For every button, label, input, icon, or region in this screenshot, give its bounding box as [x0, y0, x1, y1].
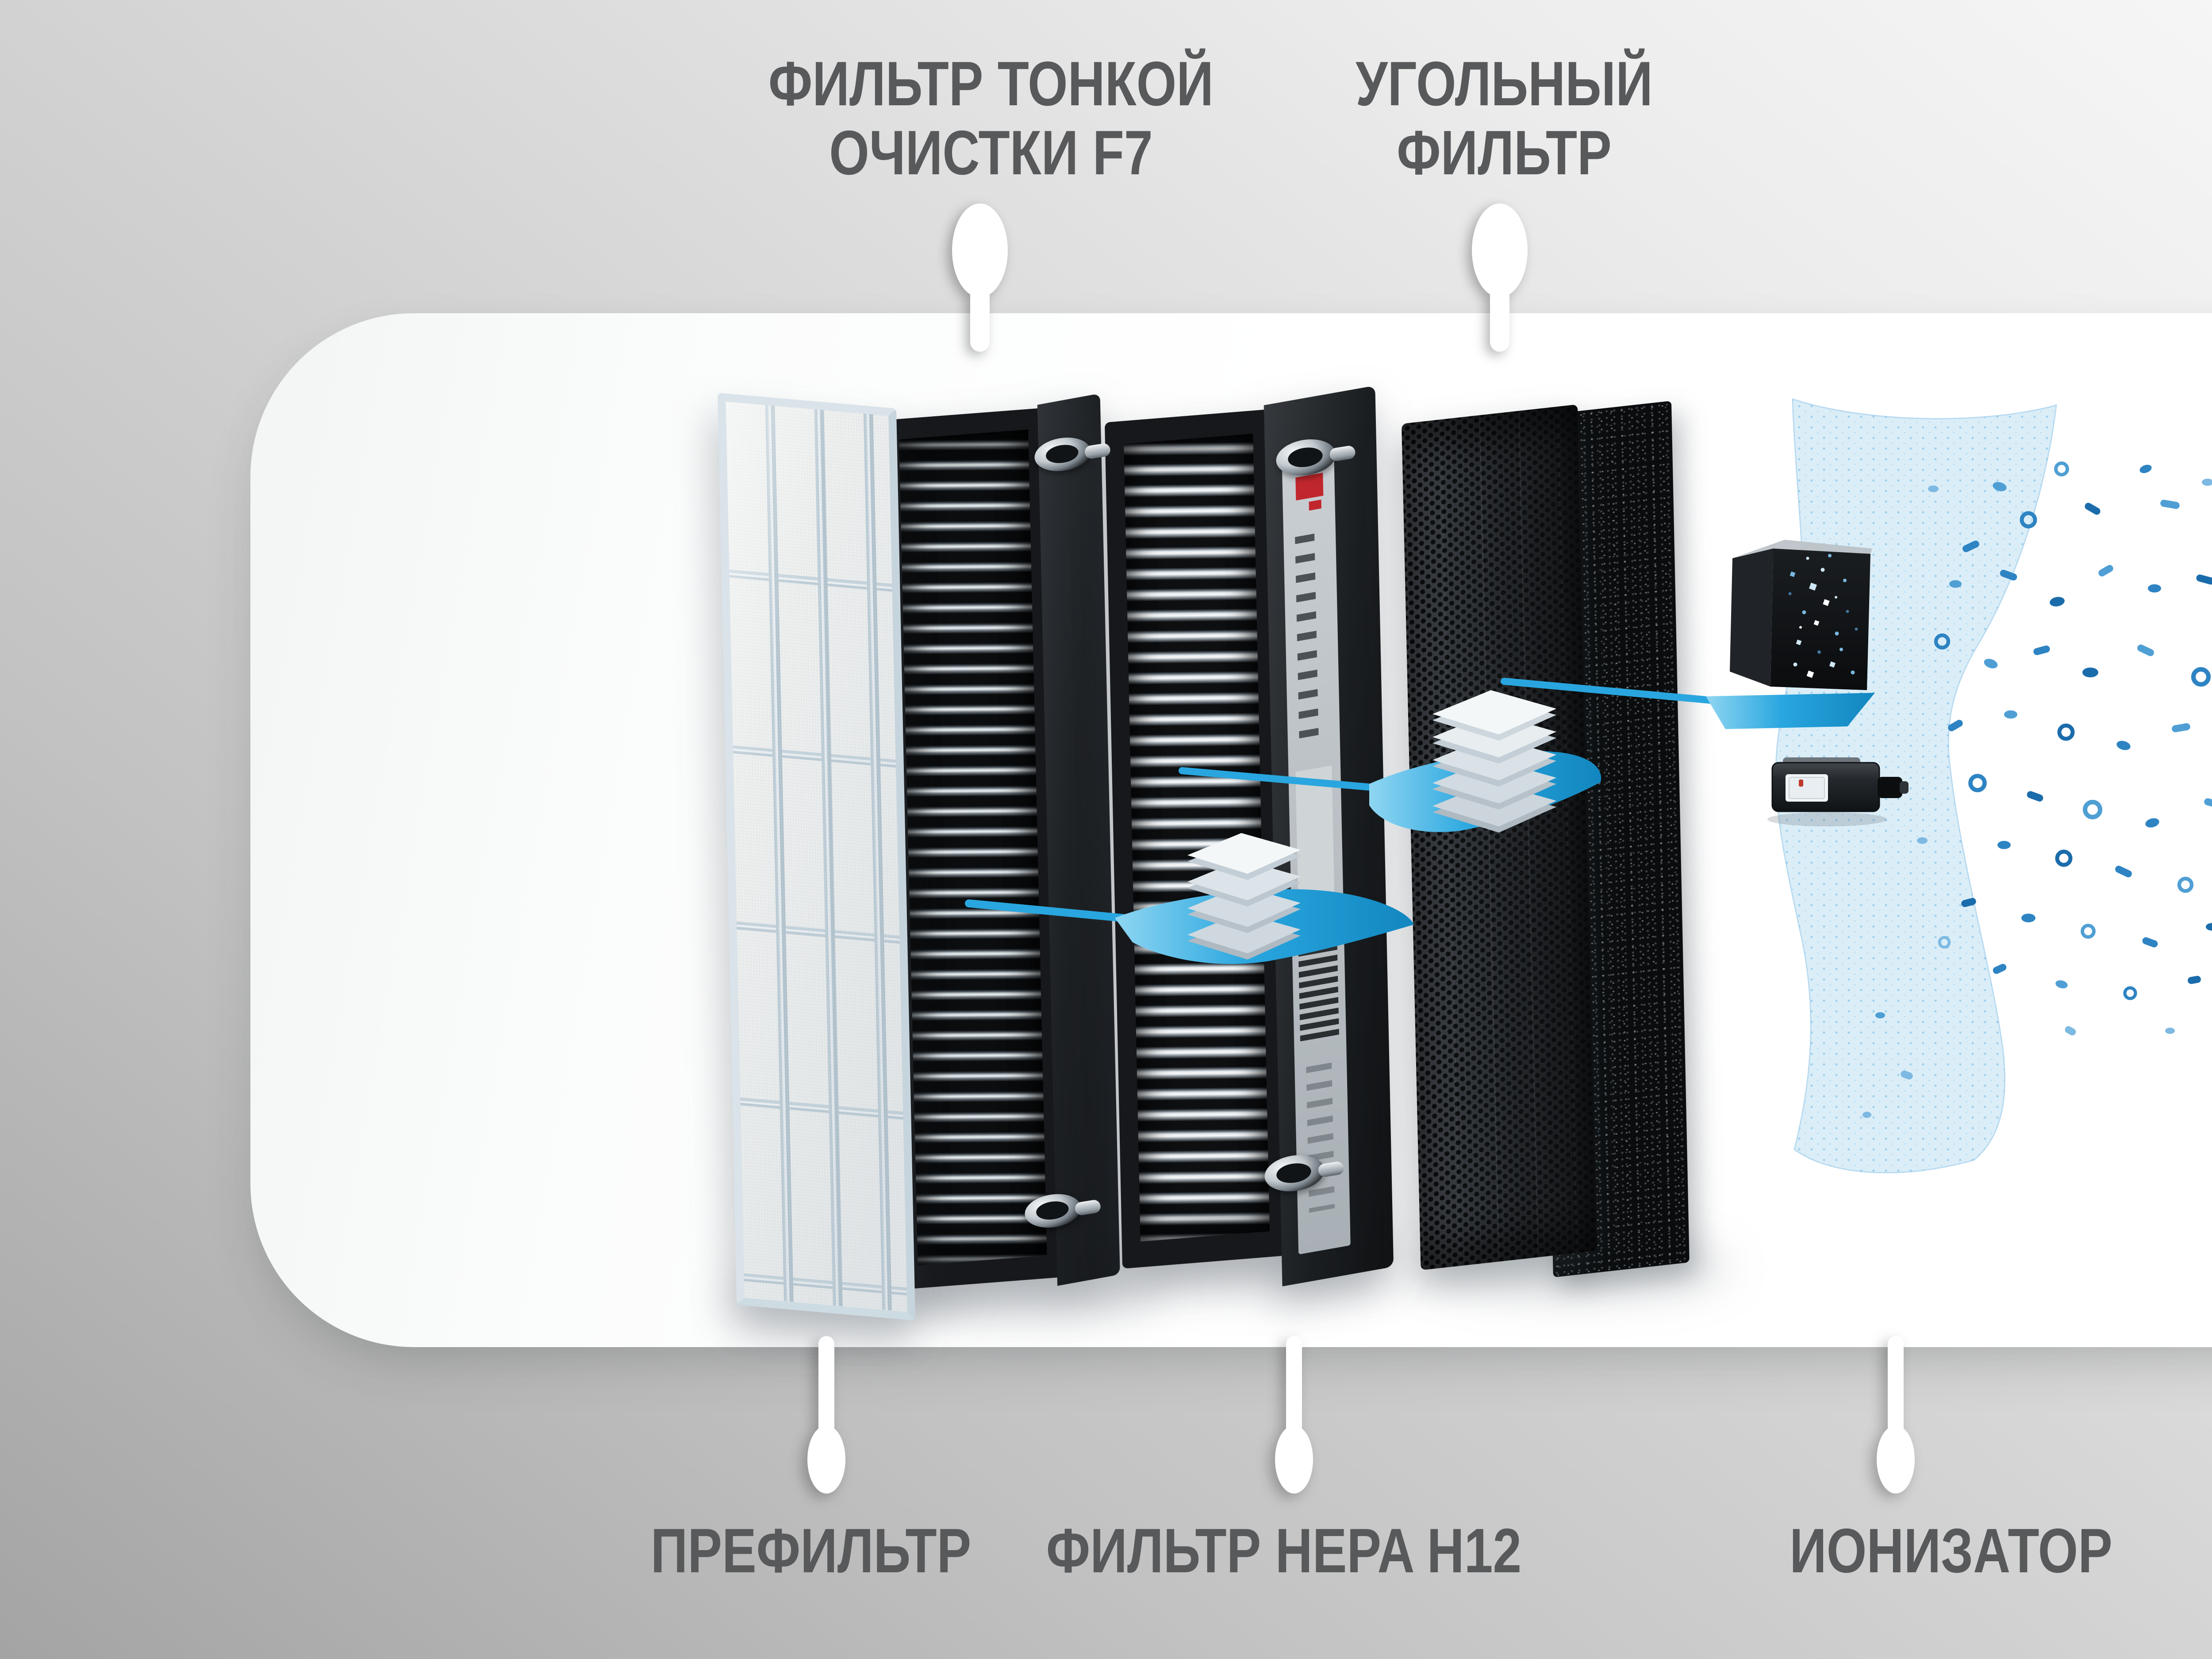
prefilter-graphic	[718, 393, 916, 1321]
callout-bulb	[1877, 1425, 1915, 1494]
callout-bulb	[1472, 204, 1528, 297]
label-hepa-filter: ФИЛЬТР HEPA H12	[1046, 1516, 1522, 1586]
label-prefilter: ПРЕФИЛЬТР	[650, 1516, 972, 1586]
hepa-filter-pleats	[1124, 434, 1270, 1242]
prefilter-sheen	[726, 401, 907, 1312]
label-ionizer: ИОНИЗАТОР	[1790, 1516, 2112, 1586]
label-line: УГОЛЬНЫЙ	[1356, 49, 1653, 119]
fine-filter-pleats	[899, 429, 1047, 1265]
callout-bulb	[952, 204, 1008, 297]
label-fine-filter: ФИЛЬТР ТОНКОЙ ОЧИСТКИ F7	[768, 50, 1214, 188]
label-carbon-filter: УГОЛЬНЫЙ ФИЛЬТР	[1356, 50, 1653, 188]
callout-bulb	[1275, 1425, 1313, 1494]
label-line: ФИЛЬТР ТОНКОЙ	[768, 49, 1214, 119]
hepa-filter-front-face	[1105, 409, 1283, 1269]
carbon-filter-graphic	[1402, 400, 1702, 1304]
hepa-filter-graphic	[1105, 385, 1394, 1299]
label-line: ОЧИСТКИ F7	[829, 118, 1153, 188]
callout-bulb	[807, 1425, 845, 1494]
carbon-honeycomb-layer	[1402, 404, 1597, 1271]
label-line: ФИЛЬТР	[1397, 118, 1612, 188]
fine-filter-graphic	[883, 393, 1120, 1299]
